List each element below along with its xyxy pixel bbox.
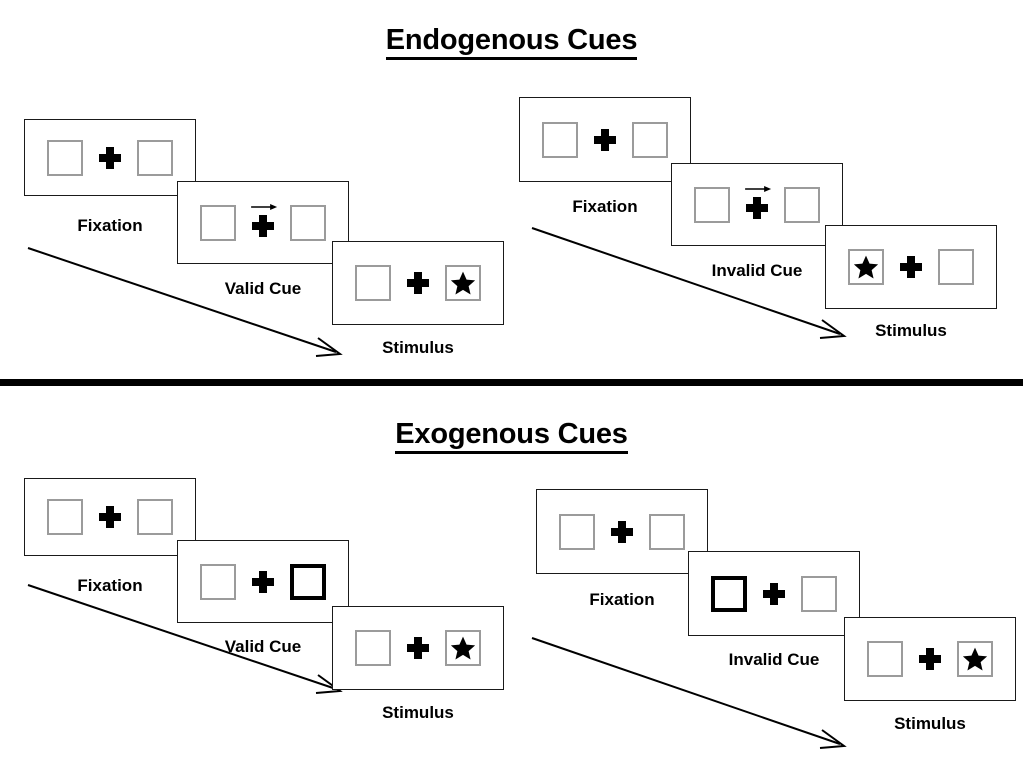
panel-content <box>672 185 842 223</box>
target-box-right <box>649 513 685 550</box>
target-box-left <box>867 641 903 677</box>
panel-content <box>178 563 348 600</box>
panel-label-exogenous-valid-fixation: Fixation <box>77 576 143 595</box>
star-stimulus-icon <box>450 270 476 296</box>
target-box-left <box>848 249 884 285</box>
fixation-cross-icon <box>99 506 121 528</box>
fixation-cross-icon <box>594 128 616 151</box>
panel-endogenous-invalid-cue <box>671 163 843 246</box>
target-box-left <box>200 204 236 241</box>
panel-exogenous-valid-stimulus <box>332 606 504 690</box>
target-box-left <box>355 630 391 666</box>
panel-label-endogenous-valid-fixation: Fixation <box>77 216 143 235</box>
panel-content <box>826 249 996 285</box>
fixation-cross-column <box>407 265 429 301</box>
section-endogenous: Endogenous Cues Fixation <box>0 0 1023 383</box>
fixation-cross-column <box>407 630 429 666</box>
target-box-left <box>559 513 595 550</box>
panel-exogenous-invalid-fixation <box>536 489 708 574</box>
panel-content <box>520 121 690 158</box>
panel-exogenous-invalid-cue <box>688 551 860 636</box>
fixation-cross-column <box>919 641 941 677</box>
panel-label-exogenous-valid-cue: Valid Cue <box>224 637 302 656</box>
target-box-left <box>542 121 578 158</box>
panel-label-exogenous-invalid-cue: Invalid Cue <box>728 650 820 669</box>
section-title-exogenous: Exogenous Cues <box>0 418 1023 454</box>
target-box-left <box>355 265 391 301</box>
fixation-cross-column <box>900 249 922 285</box>
arrow-right-cue-icon <box>744 185 772 195</box>
panel-label-exogenous-valid-stimulus: Stimulus <box>382 703 454 722</box>
fixation-cross-column <box>763 576 785 612</box>
panel-exogenous-valid-fixation <box>24 478 196 556</box>
fixation-cross-icon <box>407 637 429 659</box>
panel-content <box>178 203 348 241</box>
panel-label-endogenous-invalid-cue: Invalid Cue <box>711 261 803 280</box>
fixation-cross-column <box>99 499 121 535</box>
panel-content <box>25 139 195 176</box>
target-box-left <box>694 186 730 223</box>
panel-exogenous-invalid-stimulus <box>844 617 1016 701</box>
fixation-cross-icon <box>407 272 429 294</box>
section-title-endogenous: Endogenous Cues <box>0 24 1023 60</box>
section-title-endogenous-text: Endogenous Cues <box>385 24 637 60</box>
target-box-right <box>938 249 974 285</box>
panel-label-exogenous-invalid-stimulus: Stimulus <box>894 714 966 733</box>
target-box-left <box>47 139 83 176</box>
target-box-right <box>137 139 173 176</box>
fixation-cross-icon <box>252 215 274 237</box>
section-divider <box>0 379 1023 386</box>
fixation-cross-icon <box>611 520 633 543</box>
target-box-left-cued <box>711 575 747 612</box>
fixation-cross-column <box>251 203 278 241</box>
panel-content <box>333 630 503 666</box>
panel-endogenous-invalid-fixation <box>519 97 691 182</box>
panel-label-endogenous-valid-cue: Valid Cue <box>224 279 302 298</box>
fixation-cross-icon <box>252 570 274 593</box>
panel-label-endogenous-invalid-stimulus: Stimulus <box>875 321 947 340</box>
target-box-right <box>632 121 668 158</box>
star-stimulus-icon <box>853 254 879 280</box>
panel-content <box>689 575 859 612</box>
panel-endogenous-valid-cue <box>177 181 349 264</box>
fixation-cross-icon <box>99 146 121 169</box>
target-box-right <box>784 186 820 223</box>
target-box-left <box>200 563 236 600</box>
target-box-right <box>445 630 481 666</box>
target-box-right <box>290 204 326 241</box>
fixation-cross-column <box>252 564 274 600</box>
panel-label-exogenous-invalid-fixation: Fixation <box>589 590 655 609</box>
panel-content <box>845 641 1015 677</box>
panel-label-endogenous-invalid-fixation: Fixation <box>572 197 638 216</box>
panel-label-endogenous-valid-stimulus: Stimulus <box>382 338 454 357</box>
target-box-right-cued <box>290 563 326 600</box>
fixation-cross-icon <box>746 197 768 219</box>
panel-content <box>333 265 503 301</box>
panel-endogenous-valid-stimulus <box>332 241 504 325</box>
star-stimulus-icon <box>450 635 476 661</box>
fixation-cross-icon <box>763 582 785 605</box>
target-box-left <box>47 499 83 535</box>
fixation-cross-icon <box>919 648 941 670</box>
panel-exogenous-valid-cue <box>177 540 349 623</box>
fixation-cross-column <box>611 514 633 550</box>
section-title-exogenous-text: Exogenous Cues <box>395 418 628 454</box>
arrow-right-cue-icon <box>250 203 278 213</box>
fixation-cross-icon <box>900 256 922 278</box>
panel-content <box>537 513 707 550</box>
section-exogenous: Exogenous Cues Fixation <box>0 392 1023 767</box>
target-box-right <box>957 641 993 677</box>
target-box-right <box>445 265 481 301</box>
target-box-right <box>801 575 837 612</box>
panel-endogenous-valid-fixation <box>24 119 196 196</box>
panel-endogenous-invalid-stimulus <box>825 225 997 309</box>
panel-content <box>25 499 195 535</box>
star-stimulus-icon <box>962 646 988 672</box>
target-box-right <box>137 499 173 535</box>
fixation-cross-column <box>99 140 121 176</box>
fixation-cross-column <box>745 185 772 223</box>
fixation-cross-column <box>594 122 616 158</box>
